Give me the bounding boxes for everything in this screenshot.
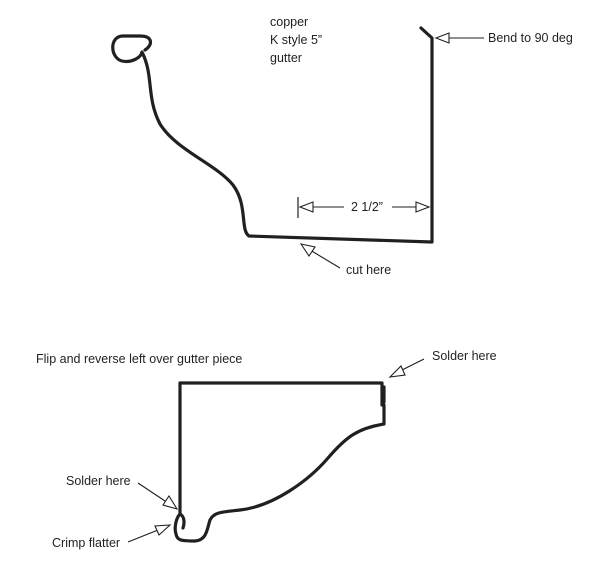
cut-arrow xyxy=(299,243,341,269)
top-gutter-diagram: copper K style 5” gutter Bend to 90 deg … xyxy=(111,15,573,277)
dimension-label: 2 1/2” xyxy=(351,200,383,214)
gutter-title-line-3: gutter xyxy=(270,51,302,65)
crimp-arrow xyxy=(127,524,172,543)
cut-label: cut here xyxy=(346,263,391,277)
bottom-gutter-diagram: Flip and reverse left over gutter piece … xyxy=(36,349,497,550)
gutter-title-line-2: K style 5” xyxy=(270,33,322,47)
solder-left-arrow xyxy=(137,482,179,510)
bottom-gutter-profile xyxy=(173,381,386,543)
solder-left-label: Solder here xyxy=(66,474,131,488)
crimp-label: Crimp flatter xyxy=(52,536,120,550)
bend-arrow xyxy=(434,32,484,44)
crimp-detail xyxy=(178,512,186,530)
top-gutter-profile xyxy=(111,26,434,244)
solder-top-label: Solder here xyxy=(432,349,497,363)
gutter-title-line-1: copper xyxy=(270,15,308,29)
bend-label: Bend to 90 deg xyxy=(488,31,573,45)
solder-top-arrow xyxy=(388,358,425,378)
dimension-indicator xyxy=(297,197,431,218)
flip-instruction: Flip and reverse left over gutter piece xyxy=(36,352,242,366)
